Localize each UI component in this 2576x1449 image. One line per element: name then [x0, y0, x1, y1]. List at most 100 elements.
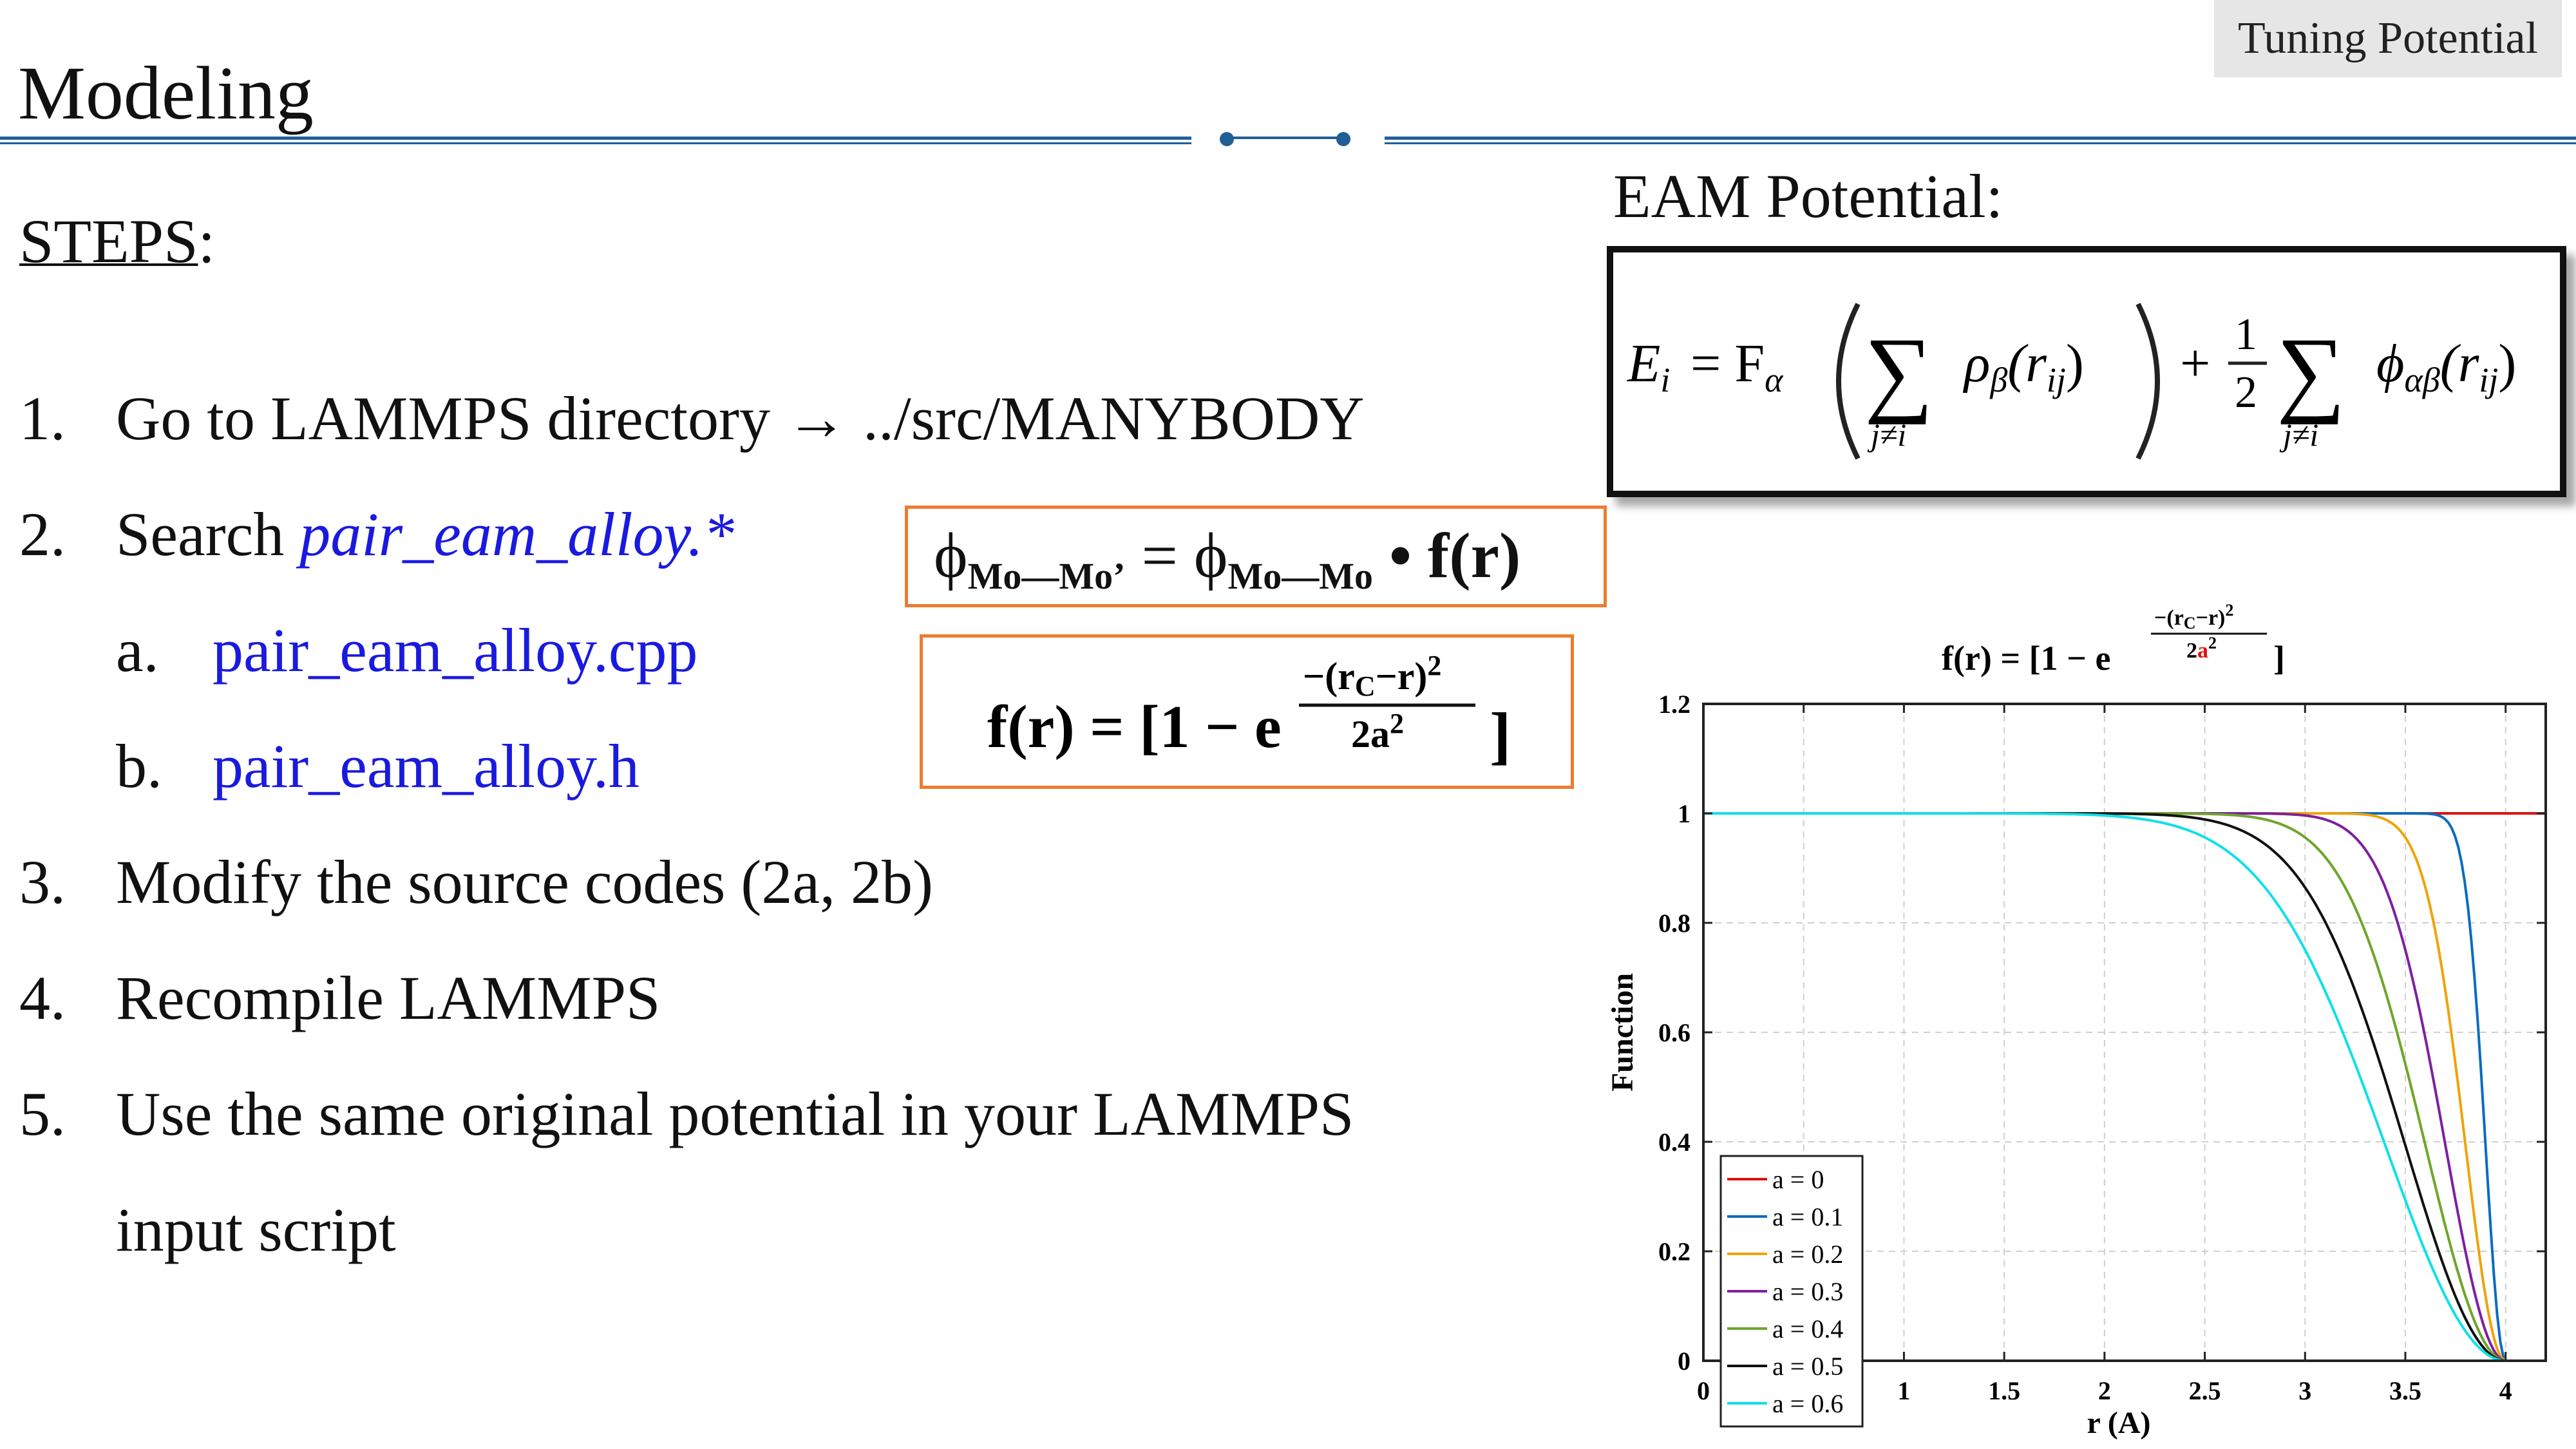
phi-symbol: ϕ: [2376, 334, 2404, 393]
step-text: Go to LAMMPS directory → ../src/MANYBODY: [116, 384, 1365, 453]
x-tick-label: 4: [2499, 1376, 2512, 1405]
step-3: 3. Modify the source codes (2a, 2b): [19, 840, 1436, 924]
step-number: 1.: [19, 384, 66, 453]
title-rule-middle: [1227, 137, 1343, 139]
chart-title-num-sub: C: [2184, 614, 2196, 632]
x-tick-label: 1: [1897, 1376, 1910, 1405]
rule-dot-left: [1220, 132, 1234, 146]
eam-formula-box: Ei = Fα ∑ j≠i ρβ(rij) + 1 2 ∑ j≠i ϕαβ(ri…: [1607, 246, 2566, 497]
equals-sign: =: [1125, 520, 1194, 591]
eam-f: = Fα: [1690, 334, 1784, 399]
times-fr: • f(r): [1373, 520, 1521, 591]
fr-close-bracket: ]: [1490, 699, 1511, 771]
fr-numerator: −(rC−r)2: [1303, 650, 1441, 702]
eam-formula: Ei = Fα ∑ j≠i ρβ(rij) + 1 2 ∑ j≠i ϕαβ(ri…: [1627, 303, 2516, 460]
step-2b: b. pair_eam_alloy.h: [19, 724, 857, 808]
phi-subscript-right: Mo—Mo: [1227, 555, 1374, 597]
step-number: 5.: [19, 1079, 66, 1148]
x-tick-label: 1.5: [1988, 1376, 2020, 1405]
fr-denominator: 2a2: [1351, 708, 1404, 755]
sum-index-1: j≠i: [1867, 417, 1906, 453]
step-2: 2. Search pair_eam_alloy.*: [19, 493, 857, 576]
fr-den-2a: 2a: [1351, 713, 1390, 755]
rho-arg-sub: ij: [2047, 361, 2066, 399]
eam-e-symbol: E: [1627, 334, 1660, 393]
half-denominator: 2: [2235, 368, 2257, 417]
y-tick-label: 1: [1678, 799, 1690, 828]
chart-title-close: ]: [2273, 639, 2285, 677]
chart-title-num-open: −(r: [2154, 606, 2184, 630]
fr-lhs: f(r) = [1 − e: [987, 694, 1282, 761]
step-5: 5. Use the same original potential in yo…: [19, 1072, 1565, 1156]
x-tick-label: 3.5: [2389, 1376, 2421, 1405]
step-2a: a. pair_eam_alloy.cpp: [19, 609, 857, 692]
legend-label: a = 0.5: [1772, 1352, 1843, 1381]
x-axis-label: r (A): [2087, 1406, 2150, 1440]
step-letter: a.: [116, 616, 159, 685]
page-title: Modeling: [18, 51, 314, 135]
fr-num-square: 2: [1427, 650, 1441, 681]
rho-symbol: ρ: [1962, 334, 1990, 393]
legend-label: a = 0.6: [1772, 1389, 1843, 1418]
right-paren: [2136, 303, 2160, 460]
sum-sign-1: ∑: [1864, 318, 1933, 425]
chart-title-lhs: f(r) = [1 − e: [1942, 639, 2110, 677]
legend-label: a = 0: [1772, 1165, 1824, 1194]
chart-title: f(r) = [1 − e −(rC−r)2 2a2 ]: [1942, 601, 2285, 677]
step-text: Search pair_eam_alloy.*: [116, 493, 734, 576]
y-tick-label: 0.4: [1658, 1128, 1690, 1157]
chart-title-den-square: 2: [2208, 634, 2217, 652]
sum-index-2: j≠i: [2279, 417, 2318, 453]
plus-sign: +: [2180, 334, 2210, 393]
step-text: Recompile LAMMPS: [116, 963, 661, 1032]
y-tick-label: 0.6: [1658, 1018, 1690, 1047]
phi-symbol: ϕ: [1193, 520, 1228, 591]
fr-num-tail: −r): [1376, 655, 1428, 697]
step-number: 3.: [19, 848, 66, 916]
half-numerator: 1: [2235, 310, 2257, 359]
series-line: [1703, 812, 2504, 1362]
fr-den-square: 2: [1390, 708, 1404, 739]
chart-title-num-tail: −r): [2196, 606, 2226, 630]
y-tick-label: 0.8: [1658, 909, 1690, 938]
chart-legend: a = 0a = 0.1a = 0.2a = 0.3a = 0.4a = 0.5…: [1719, 1155, 1864, 1428]
step-number: 4.: [19, 963, 66, 1032]
step-5-continued: input script: [19, 1188, 1436, 1272]
step-number: 2.: [19, 500, 66, 569]
phi-sub: αβ: [2404, 361, 2439, 399]
sum-sign-2: ∑: [2277, 318, 2345, 425]
pair-eam-alloy-glob-link[interactable]: pair_eam_alloy.*: [299, 500, 734, 569]
x-tick-label: 2: [2098, 1376, 2111, 1405]
pair-eam-alloy-cpp-link[interactable]: pair_eam_alloy.cpp: [213, 616, 698, 685]
phi-subscript-left: Mo—Mo’: [967, 555, 1126, 597]
rho-close: ): [2066, 334, 2084, 393]
y-tick-label: 1.2: [1658, 690, 1690, 719]
series-curves: [1703, 812, 2546, 1362]
phi-arg: (r: [2440, 334, 2479, 393]
cutoff-function-chart: f(r) = [1 − e −(rC−r)2 2a2 ] 00.511.522.…: [1605, 601, 2547, 1440]
pair-eam-alloy-h-link[interactable]: pair_eam_alloy.h: [213, 732, 639, 800]
rule-dot-right: [1336, 132, 1350, 146]
y-axis-label: Function: [1605, 973, 1640, 1092]
legend-label: a = 0.1: [1772, 1202, 1843, 1231]
chart-title-den-a: a: [2197, 639, 2208, 663]
title-rule-right: [1385, 137, 2576, 144]
step-text: Modify the source codes (2a, 2b): [116, 848, 933, 916]
eam-f-equals: = F: [1690, 334, 1765, 393]
legend-label: a = 0.3: [1772, 1277, 1843, 1306]
step-text-search: Search: [116, 500, 300, 569]
fr-formula-box: f(r) = [1 − e −(rC−r)2 2a2 ]: [920, 634, 1574, 789]
chart-title-den-2: 2: [2186, 639, 2197, 663]
x-tick-label: 3: [2298, 1376, 2311, 1405]
phi-close: ): [2498, 334, 2516, 393]
step-4: 4. Recompile LAMMPS: [19, 956, 1436, 1040]
corner-tag: Tuning Potential: [2214, 0, 2562, 77]
fr-num-open: −(r: [1303, 655, 1355, 697]
y-tick-label: 0: [1678, 1347, 1690, 1376]
legend-label: a = 0.2: [1772, 1240, 1843, 1269]
left-paren: [1836, 303, 1861, 460]
phi-term: ϕαβ(rij): [2376, 334, 2516, 399]
eam-e: Ei: [1627, 334, 1670, 399]
chart-title-num-square: 2: [2225, 601, 2233, 620]
fr-formula: f(r) = [1 − e −(rC−r)2 2a2 ]: [987, 650, 1511, 771]
